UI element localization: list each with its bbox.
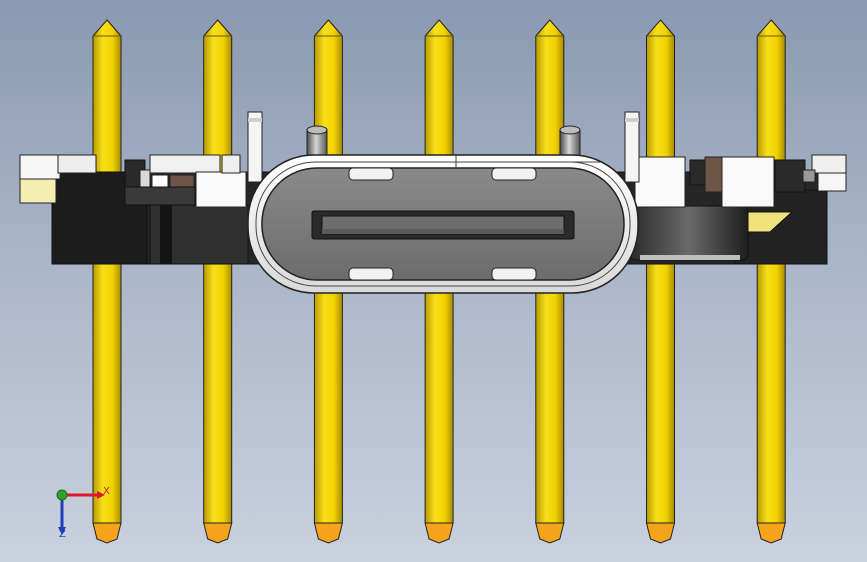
shell-brackets bbox=[247, 111, 640, 183]
contact-tongue bbox=[311, 210, 575, 240]
latch-windows bbox=[348, 167, 537, 281]
coordinate-triad-icon bbox=[56, 489, 105, 535]
header-pin bbox=[92, 19, 122, 544]
x-axis-label: X bbox=[103, 486, 110, 497]
header-pin bbox=[645, 19, 676, 544]
header-pin bbox=[203, 19, 233, 544]
header-pin bbox=[756, 19, 786, 544]
top-contacts bbox=[19, 154, 847, 208]
z-axis-label: Z bbox=[59, 529, 66, 540]
